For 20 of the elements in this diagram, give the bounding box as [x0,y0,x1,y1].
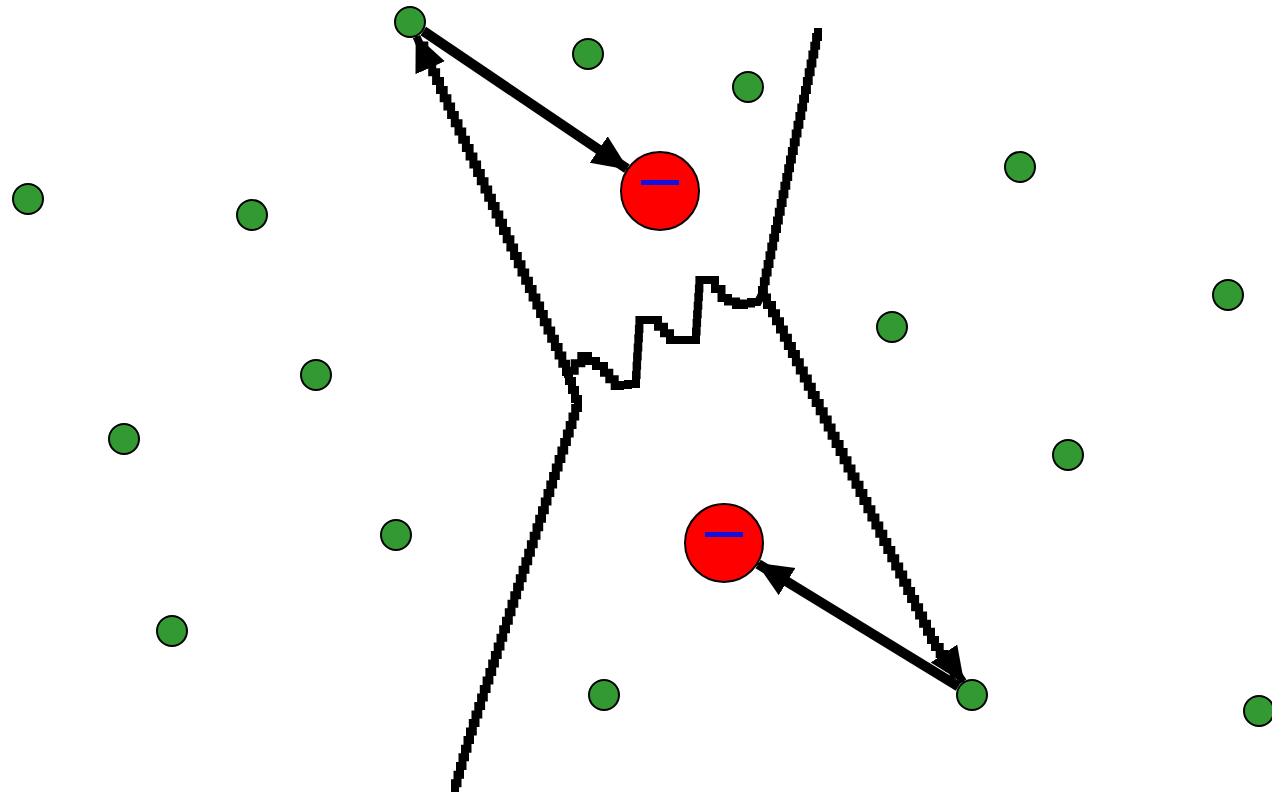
particle-circle [1052,439,1084,471]
track-arrow [758,27,967,685]
particle-circle [380,519,412,551]
particle-circle [108,423,140,455]
particle-circle [956,679,988,711]
particle-circle [1212,279,1244,311]
particle-circle [1243,695,1272,727]
arrow [755,559,961,691]
particle-circle [156,615,188,647]
arrow [420,26,630,173]
particle-circle [12,183,44,215]
particle-circle [300,359,332,391]
particle-circle [394,6,426,38]
particle-circle [732,71,764,103]
particle-circle [876,311,908,343]
track-arrow [413,34,582,793]
particle-circle [588,679,620,711]
particle-circle [572,38,604,70]
particle-circle [236,199,268,231]
particle-circle [1004,151,1036,183]
